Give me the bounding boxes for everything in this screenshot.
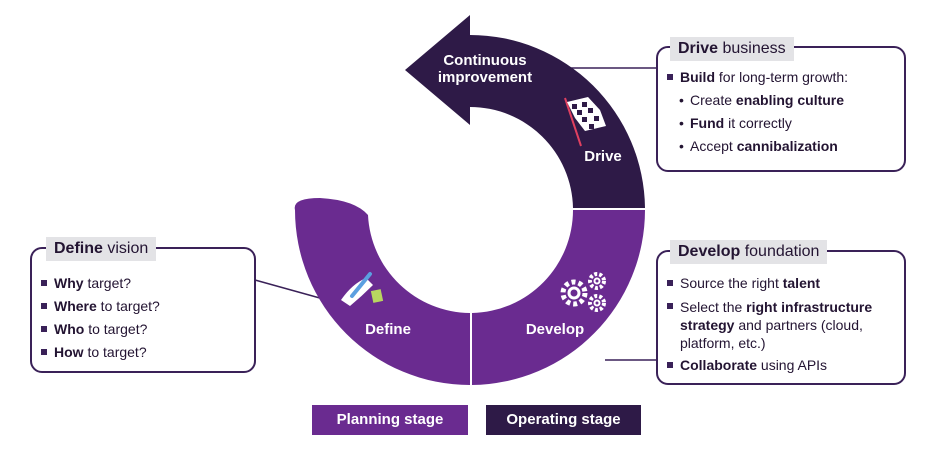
define-box-title: Define vision: [46, 237, 157, 261]
develop-item2-bold1: right infrastructure: [746, 299, 873, 315]
define-title-bold: Define: [54, 240, 103, 257]
drive-title-bold: Drive: [678, 40, 719, 57]
drive-segment-arrow: [405, 15, 645, 208]
define-item4-rest: to target?: [83, 344, 147, 360]
define-item2-rest: to target?: [96, 298, 160, 314]
develop-item2-bold2: strategy: [680, 317, 735, 333]
define-item1-bold: Why: [54, 275, 84, 291]
develop-item-3: Collaborate using APIs: [666, 354, 900, 377]
define-item2-bold: Where: [54, 298, 97, 314]
define-item1-rest: target?: [83, 275, 132, 291]
define-item-3: Who to target?: [40, 318, 250, 341]
define-item-4: How to target?: [40, 341, 250, 364]
drive-sub-item-1: Create enabling culture: [666, 89, 902, 112]
drive-main-rest: for long-term growth:: [715, 69, 849, 85]
arrow-label-line1: Continuous: [443, 52, 527, 69]
define-item3-rest: to target?: [84, 321, 148, 337]
drive-main-item: Build for long-term growth:: [666, 66, 902, 89]
develop-item1-bold: talent: [782, 275, 821, 291]
define-item-2: Where to target?: [40, 295, 250, 318]
develop-item-2: Select the right infrastructure strategy…: [666, 295, 900, 354]
define-item-1: Why target?: [40, 272, 250, 295]
develop-item3-rest: using APIs: [757, 357, 828, 373]
drive-main-bold: Build: [680, 69, 715, 85]
develop-box-items: Source the right talent Select the right…: [666, 272, 900, 377]
develop-item-1: Source the right talent: [666, 272, 900, 295]
operating-stage-legend: Operating stage: [486, 405, 641, 435]
define-item3-bold: Who: [54, 321, 85, 337]
continuous-improvement-label: Continuous improvement: [420, 52, 550, 86]
drive-segment-label: Drive: [584, 148, 622, 165]
drive-sub3-pre: Accept: [690, 138, 737, 154]
define-vision-box: [30, 247, 256, 373]
define-segment: [294, 198, 470, 385]
checkered-flag-icon: [564, 97, 606, 147]
drive-sub2-bold: Fund: [690, 115, 725, 131]
develop-foundation-box: [656, 250, 906, 385]
define-box-items: Why target? Where to target? Who to targ…: [40, 272, 250, 364]
develop-title-bold: Develop: [678, 243, 741, 260]
planning-stage-legend: Planning stage: [312, 405, 468, 435]
drive-box-items: Build for long-term growth: Create enabl…: [666, 66, 902, 158]
drive-box-title: Drive business: [670, 37, 794, 61]
define-title-rest: vision: [102, 240, 149, 257]
develop-item3-bold: Collaborate: [680, 357, 758, 373]
drive-sub1-pre: Create: [690, 92, 736, 108]
develop-item2-rest: and partners (cloud, platform, etc.): [680, 317, 863, 351]
gears-icon: [560, 272, 606, 312]
drive-sub-item-2: Fund it correctly: [666, 112, 902, 135]
drive-sub2-rest: it correctly: [724, 115, 792, 131]
drive-sub1-bold: enabling culture: [735, 92, 845, 108]
define-item4-bold: How: [54, 344, 84, 360]
drive-sub-item-3: Accept cannibalization: [666, 135, 902, 158]
develop-segment-label: Develop: [525, 321, 585, 338]
arrow-label-line2: improvement: [437, 69, 533, 86]
develop-title-rest: foundation: [740, 243, 820, 260]
develop-segment: [472, 210, 645, 385]
drive-sub3-bold: cannibalization: [736, 138, 838, 154]
define-segment-label: Define: [365, 321, 411, 338]
drive-title-rest: business: [718, 40, 786, 57]
develop-box-title: Develop foundation: [670, 240, 828, 264]
develop-item2-pre: Select the: [680, 299, 747, 315]
develop-item1-pre: Source the right: [680, 275, 783, 291]
pen-hand-icon: [341, 272, 384, 306]
